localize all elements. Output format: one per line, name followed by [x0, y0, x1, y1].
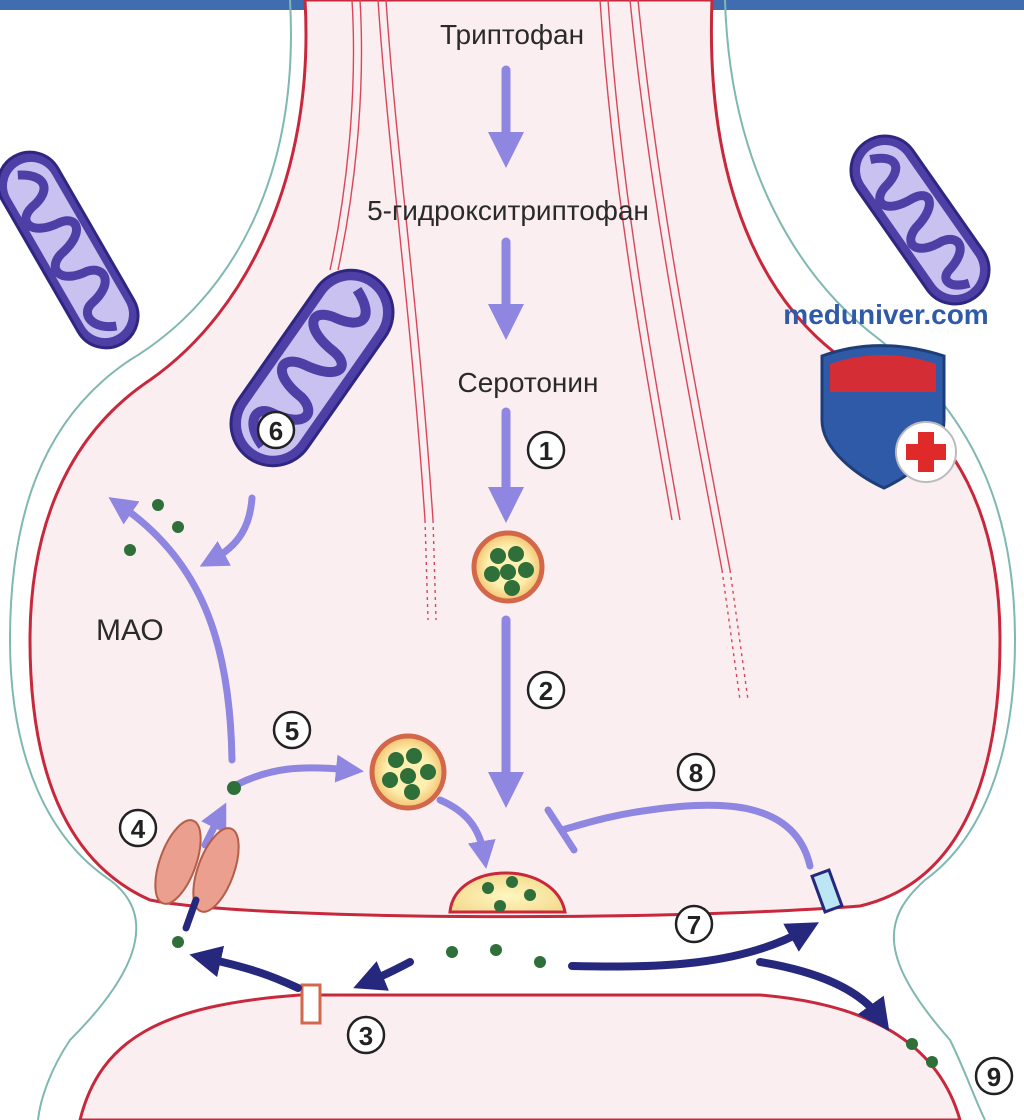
refilled-vesicle: [372, 736, 444, 808]
step-5-marker: 5: [274, 712, 310, 748]
mitochondrion-left: [0, 140, 150, 359]
step-7-marker: 7: [676, 906, 712, 942]
step-1-label: 1: [539, 436, 553, 466]
mao-label: МАО: [96, 614, 164, 647]
step-4-marker: 4: [120, 810, 156, 846]
step-7-label: 7: [687, 910, 701, 940]
step-5-label: 5: [285, 716, 299, 746]
step-6-label: 6: [269, 416, 283, 446]
serotonin-vesicle: [474, 533, 542, 601]
step-4-label: 4: [131, 814, 146, 844]
step-9-label: 9: [987, 1062, 1001, 1092]
step-3-marker: 3: [348, 1017, 384, 1053]
step-9-marker: 9: [976, 1058, 1012, 1094]
pathway-5htp-label: 5-гидрокситриптофан: [367, 195, 649, 226]
reuptaken-serotonin: [227, 781, 241, 795]
watermark-text: meduniver.com: [783, 299, 988, 330]
step-8-label: 8: [689, 758, 703, 788]
step-3-label: 3: [359, 1021, 373, 1051]
pathway-serotonin-label: Серотонин: [458, 367, 599, 398]
step-2-marker: 2: [528, 672, 564, 708]
pathway-tryptophan-label: Триптофан: [440, 19, 584, 50]
step-2-label: 2: [539, 676, 553, 706]
step-6-marker: 6: [258, 412, 294, 448]
postsynaptic-receptor: [302, 985, 320, 1023]
step-8-marker: 8: [678, 754, 714, 790]
postsynaptic-membrane: [80, 995, 960, 1120]
step-1-marker: 1: [528, 432, 564, 468]
mitochondrion-right: [838, 123, 1003, 318]
